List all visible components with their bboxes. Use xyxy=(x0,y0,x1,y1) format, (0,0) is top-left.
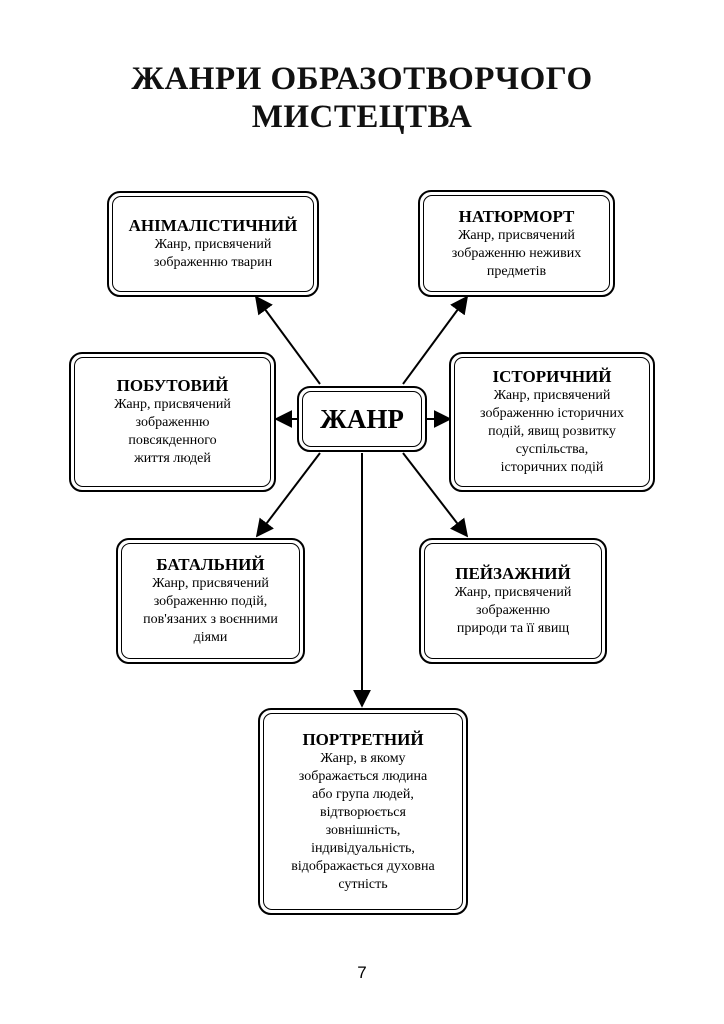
genre-box-still-life: НАТЮРМОРТ Жанр, присвячений зображенню н… xyxy=(418,190,615,297)
genre-description: Жанр, присвячений зображенню тварин xyxy=(153,237,273,270)
genre-name: ПОРТРЕТНИЙ xyxy=(302,729,424,749)
arrow-to-still-life xyxy=(402,295,469,385)
genre-name: БАТАЛЬНИЙ xyxy=(156,555,265,574)
title-line-2: МИСТЕЦТВА xyxy=(251,99,473,135)
center-genre-box: ЖАНР xyxy=(297,386,427,452)
genre-box-historical: ІСТОРИЧНИЙ Жанр, присвячений зображенню … xyxy=(449,352,655,492)
genre-description: Жанр, присвячений зображенню природи та … xyxy=(454,585,572,636)
page-title: ЖАНРИ ОБРАЗОТВОРЧОГО МИСТЕЦТВА xyxy=(0,60,724,136)
genre-box-animal: АНІМАЛІСТИЧНИЙ Жанр, присвячений зображе… xyxy=(107,191,319,297)
arrow-to-battle xyxy=(255,452,321,538)
genre-description: Жанр, присвячений зображенню подій, пов'… xyxy=(143,576,278,645)
genre-description: Жанр, в якому зображається людина або гр… xyxy=(291,750,435,892)
page-number: 7 xyxy=(357,963,367,982)
genre-name: ПОБУТОВИЙ xyxy=(116,376,229,395)
genre-box-landscape: ПЕЙЗАЖНИЙ Жанр, присвячений зображенню п… xyxy=(419,538,607,664)
genre-box-battle: БАТАЛЬНИЙ Жанр, присвячений зображенню п… xyxy=(116,538,305,664)
genre-description: Жанр, присвячений зображенню повсякденно… xyxy=(114,397,231,466)
genre-name: ІСТОРИЧНИЙ xyxy=(492,367,612,386)
genre-box-genre-scene: ПОБУТОВИЙ Жанр, присвячений зображенню п… xyxy=(69,352,276,492)
genre-name: НАТЮРМОРТ xyxy=(458,206,575,226)
genre-name: АНІМАЛІСТИЧНИЙ xyxy=(128,216,298,235)
genre-description: Жанр, присвячений зображенню неживих пре… xyxy=(451,227,582,279)
genre-name: ПЕЙЗАЖНИЙ xyxy=(455,564,571,583)
title-line-1: ЖАНРИ ОБРАЗОТВОРЧОГО xyxy=(131,61,593,97)
genre-box-portrait: ПОРТРЕТНИЙ Жанр, в якому зображається лю… xyxy=(258,708,468,915)
center-label: ЖАНР xyxy=(320,404,404,434)
arrow-to-animal xyxy=(254,295,321,385)
arrow-to-landscape xyxy=(402,452,469,538)
genre-description: Жанр, присвячений зображенню історичних … xyxy=(480,388,624,475)
